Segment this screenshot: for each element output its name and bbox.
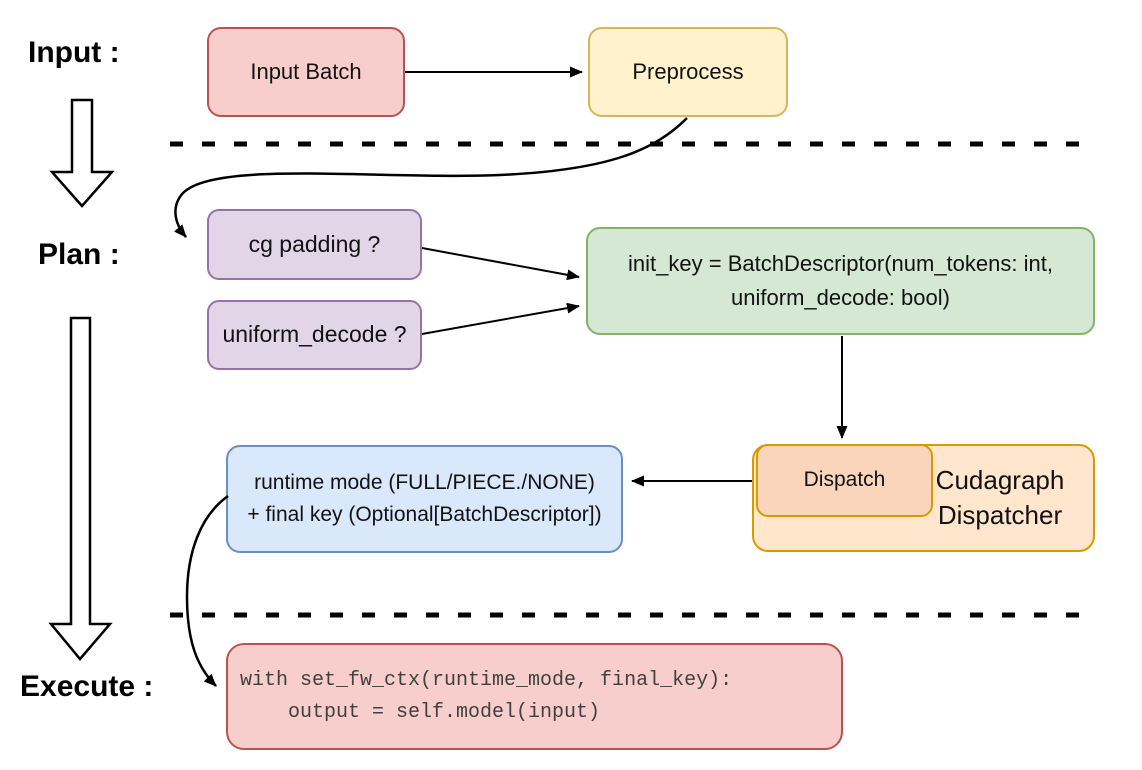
node-preprocess-label: Preprocess bbox=[632, 59, 744, 85]
runtime-mode-line1: runtime mode (FULL/PIECE./NONE) bbox=[254, 471, 595, 494]
section-label-input: Input : bbox=[28, 36, 120, 69]
hollow-arrow-input-to-plan bbox=[49, 98, 115, 208]
edge-runtime-mode-to-execute-code bbox=[185, 494, 229, 687]
node-dispatch: Dispatch bbox=[756, 444, 933, 517]
node-init-key-line1: init_key = BatchDescriptor(num_tokens: i… bbox=[628, 251, 1053, 276]
section-label-plan: Plan : bbox=[38, 238, 120, 271]
execute-code-line1: with set_fw_ctx(runtime_mode, final_key)… bbox=[240, 668, 733, 692]
node-cudagraph-dispatcher-label: Cudagraph Dispatcher bbox=[915, 446, 1085, 550]
section-label-execute: Execute : bbox=[20, 670, 154, 703]
cudagraph-label-line1: Cudagraph bbox=[935, 465, 1065, 495]
node-input-batch: Input Batch bbox=[207, 27, 405, 117]
node-uniform-decode-label: uniform_decode ? bbox=[222, 321, 407, 348]
node-cg-padding: cg padding ? bbox=[207, 209, 422, 280]
node-uniform-decode: uniform_decode ? bbox=[207, 300, 422, 370]
node-runtime-mode-final-key: runtime mode (FULL/PIECE./NONE) + final … bbox=[226, 445, 623, 553]
node-dispatch-label: Dispatch bbox=[803, 468, 886, 492]
edge-cg-padding-to-init-key bbox=[421, 247, 580, 281]
node-init-key-line2: uniform_decode: bool) bbox=[731, 285, 950, 310]
cudagraph-label-line2: Dispatcher bbox=[937, 500, 1063, 530]
hollow-arrow-plan-to-execute bbox=[48, 316, 113, 661]
node-input-batch-label: Input Batch bbox=[250, 59, 362, 85]
edge-uniform-decode-to-init-key bbox=[421, 302, 580, 335]
runtime-mode-line2: + final key (Optional[BatchDescriptor]) bbox=[247, 503, 602, 526]
node-cg-padding-label: cg padding ? bbox=[248, 230, 381, 257]
node-init-key: init_key = BatchDescriptor(num_tokens: i… bbox=[586, 227, 1095, 335]
execute-code-line2: output = self.model(input) bbox=[240, 700, 601, 724]
node-execute-code: with set_fw_ctx(runtime_mode, final_key)… bbox=[226, 643, 843, 750]
node-preprocess: Preprocess bbox=[588, 27, 788, 117]
